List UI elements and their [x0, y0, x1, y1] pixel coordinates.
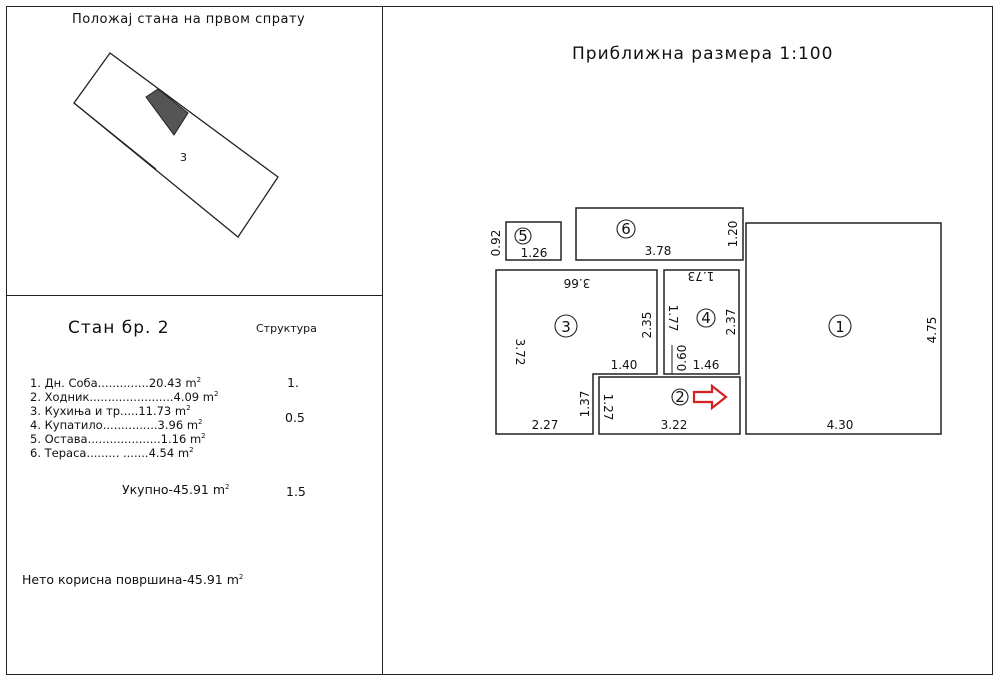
room-item-2: 2. Ходник.......................4.09 m2	[30, 390, 219, 404]
dim-r3-left: 3.72	[513, 339, 527, 366]
building-outline	[73, 52, 279, 238]
room-item-1: 1. Дн. Соба..............20.43 m2	[30, 376, 202, 390]
building-label: 3	[180, 151, 187, 164]
dim-r3-low: 1.37	[578, 391, 592, 418]
dim-r6-h: 1.20	[726, 221, 740, 248]
room-2-outline	[598, 376, 741, 435]
room-item-5: 5. Остава....................1.16 m2	[30, 432, 206, 446]
room-number-2: 2	[675, 388, 685, 406]
dim-r3-right: 2.35	[640, 312, 654, 339]
structure-header: Структура	[256, 322, 317, 335]
dim-r2-bottom: 3.22	[661, 418, 688, 432]
room-item-4: 4. Купатило...............3.96 m2	[30, 418, 203, 432]
dim-r3-top: 3.66	[564, 276, 591, 290]
dim-r4-top: 1.73	[688, 269, 715, 283]
room-4-outline	[663, 269, 740, 375]
room-5-outline	[505, 221, 562, 261]
apartment-title: Стан бр. 2	[68, 318, 170, 338]
dim-r6-w: 3.78	[645, 244, 672, 258]
location-title: Положај стана на првом спрату	[72, 12, 306, 27]
dim-r4-right: 2.37	[724, 309, 738, 336]
total-structure: 1.5	[286, 484, 306, 499]
dim-r1-bottom: 4.30	[827, 418, 854, 432]
dim-r5-h: 0.92	[489, 230, 503, 257]
dim-r1-right: 4.75	[925, 317, 939, 344]
scale-title: Приближна размера 1:100	[572, 44, 834, 64]
room-number-5: 5	[518, 227, 528, 245]
structure-value-3: 0.5	[285, 410, 305, 425]
net-area: Нето корисна површина-45.91 m2	[22, 572, 244, 587]
entrance-arrow-icon	[692, 383, 728, 411]
room-item-6: 6. Тераса......... .......4.54 m2	[30, 446, 194, 460]
room-number-6: 6	[621, 220, 631, 238]
floor-plan-panel	[382, 6, 993, 675]
room-number-3: 3	[561, 318, 571, 336]
building-inner-line	[73, 102, 157, 170]
dim-r4-left: 1.77	[666, 305, 680, 332]
room-6-outline	[575, 207, 744, 261]
dim-r3-bottom: 2.27	[532, 418, 559, 432]
dim-r5-w: 1.26	[521, 246, 548, 260]
dim-r2-left: 1.27	[601, 394, 615, 421]
room-number-1: 1	[835, 318, 845, 336]
dim-r4-step: 0.60	[675, 345, 689, 372]
dim-r3-inner: 1.40	[611, 358, 638, 372]
total-area: Укупно-45.91 m2	[122, 482, 230, 497]
room-1-outline	[745, 222, 942, 435]
building-location-sketch: 3	[73, 52, 279, 238]
apartment-position-marker	[145, 88, 189, 136]
room-number-4: 4	[701, 309, 711, 327]
dim-r4-bottom: 1.46	[693, 358, 720, 372]
room-3-outline	[495, 269, 658, 435]
room-item-3: 3. Кухиња и тр.....11.73 m2	[30, 404, 191, 418]
structure-value-1: 1.	[287, 375, 299, 390]
